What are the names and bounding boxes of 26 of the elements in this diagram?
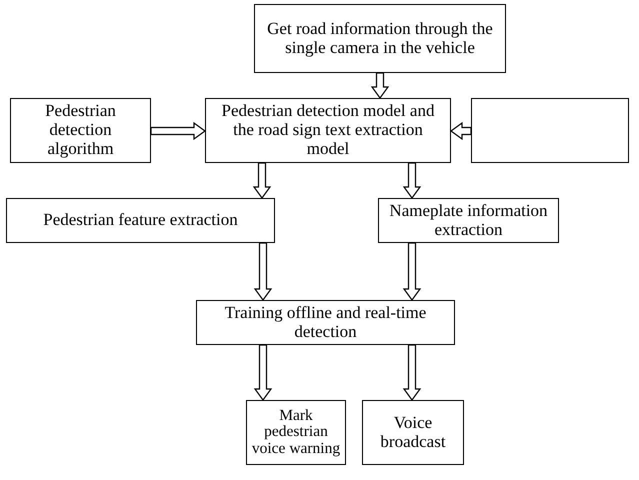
hollow-arrow — [370, 72, 390, 100]
process-box — [10, 98, 151, 163]
process-box — [205, 98, 451, 163]
node-text: Pedestrian detection algorithm — [44, 102, 117, 159]
node-text: Pedestrian feature extraction — [43, 211, 238, 230]
process-box — [246, 400, 346, 465]
process-box — [6, 198, 275, 243]
process-box — [362, 400, 464, 465]
process-box — [196, 300, 455, 345]
hollow-arrow — [254, 242, 272, 302]
process-box — [254, 4, 506, 73]
node-text: Training offline and real-time detection — [224, 304, 428, 342]
hollow-arrow — [254, 344, 272, 402]
process-box — [378, 198, 559, 243]
node-text: Mark pedestrian voice warning — [251, 408, 341, 457]
node-text: Pedestrian detection model and the road sign text extraction model — [220, 102, 436, 159]
hollow-arrow — [402, 344, 422, 402]
hollow-arrow — [450, 122, 472, 140]
node-text: Voice broadcast — [379, 414, 447, 452]
node-text: Nameplate information extraction — [388, 202, 549, 240]
hollow-arrow — [150, 122, 206, 140]
box-shape — [471, 98, 629, 163]
hollow-arrow — [402, 242, 422, 302]
hollow-arrow — [252, 162, 272, 200]
hollow-arrow — [402, 162, 422, 200]
node-text: Get road information through the single camera in the vehicle — [266, 20, 494, 58]
